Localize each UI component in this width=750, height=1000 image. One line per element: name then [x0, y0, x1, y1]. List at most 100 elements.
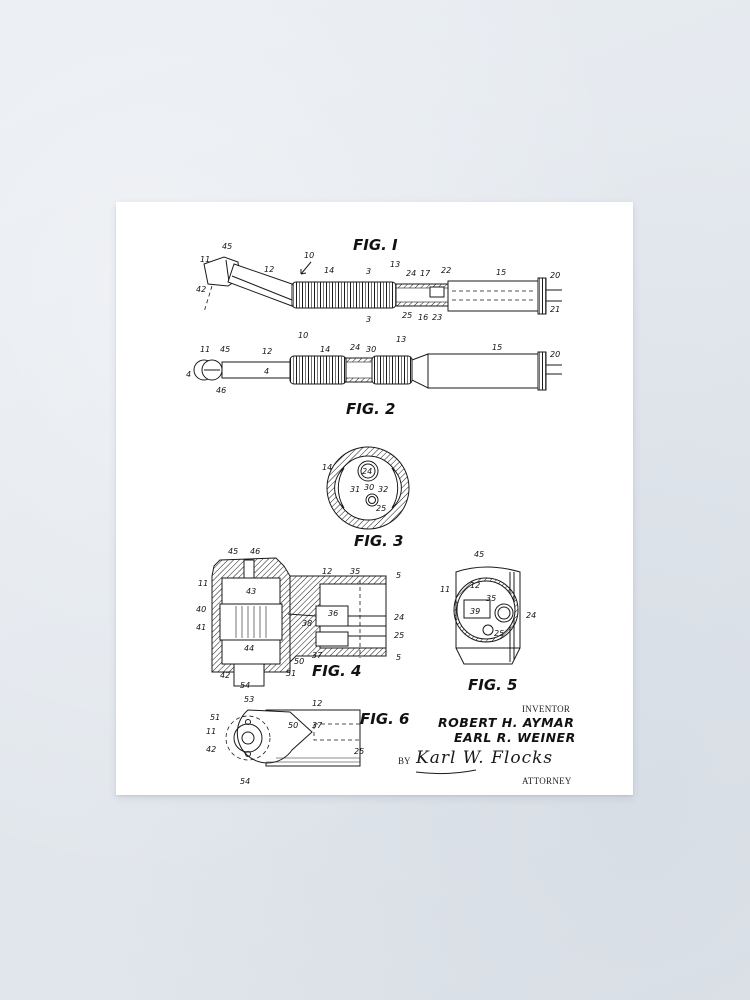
- svg-text:10: 10: [304, 251, 314, 260]
- svg-text:30: 30: [364, 483, 374, 492]
- svg-text:12: 12: [312, 699, 322, 708]
- svg-text:54: 54: [240, 681, 250, 690]
- figure-3: 14 24 31 30 32 25 FIG. 3: [322, 446, 410, 550]
- svg-text:11: 11: [440, 585, 450, 594]
- svg-text:25: 25: [494, 629, 504, 638]
- svg-text:4: 4: [186, 370, 191, 379]
- svg-text:14: 14: [320, 345, 330, 354]
- inventor-name-1: ROBERT H. AYMAR: [438, 715, 575, 730]
- svg-text:25: 25: [376, 504, 386, 513]
- svg-text:21: 21: [550, 305, 560, 314]
- svg-text:37: 37: [312, 721, 323, 730]
- svg-text:36: 36: [328, 609, 338, 618]
- svg-text:35: 35: [486, 594, 496, 603]
- svg-text:15: 15: [496, 268, 506, 277]
- svg-text:11: 11: [200, 345, 210, 354]
- svg-text:20: 20: [550, 350, 560, 359]
- svg-text:53: 53: [244, 695, 254, 704]
- by-label: BY: [398, 756, 411, 766]
- svg-text:12: 12: [264, 265, 274, 274]
- svg-text:10: 10: [298, 331, 308, 340]
- svg-text:17: 17: [420, 269, 431, 278]
- svg-text:42: 42: [206, 745, 216, 754]
- svg-text:12: 12: [262, 347, 272, 356]
- svg-text:31: 31: [350, 485, 360, 494]
- svg-text:39: 39: [470, 607, 480, 616]
- svg-text:11: 11: [198, 579, 208, 588]
- svg-text:14: 14: [324, 266, 334, 275]
- svg-text:51: 51: [210, 713, 220, 722]
- fig4-label: FIG. 4: [312, 662, 362, 680]
- svg-text:24: 24: [394, 613, 404, 622]
- svg-text:44: 44: [244, 644, 254, 653]
- svg-text:45: 45: [474, 550, 484, 559]
- figure-1: FIG. I 11: [196, 236, 562, 324]
- svg-text:5: 5: [396, 571, 401, 580]
- inventor-label: INVENTOR: [522, 704, 571, 714]
- svg-text:45: 45: [228, 547, 238, 556]
- svg-text:35: 35: [350, 567, 360, 576]
- svg-text:25: 25: [394, 631, 404, 640]
- svg-text:45: 45: [222, 242, 232, 251]
- svg-text:45: 45: [220, 345, 230, 354]
- figure-6: 53 12 51 11 50 37 42 25 54 FIG. 6: [206, 695, 410, 786]
- svg-text:14: 14: [322, 463, 332, 472]
- svg-text:20: 20: [550, 271, 560, 280]
- attorney-label: ATTORNEY: [522, 776, 572, 786]
- svg-text:54: 54: [240, 777, 250, 786]
- svg-text:4: 4: [264, 367, 269, 376]
- figure-5: 45 11 12 35 39 24 25 FIG. 5: [440, 550, 536, 694]
- signature-underline: [415, 769, 477, 775]
- svg-text:40: 40: [196, 605, 206, 614]
- svg-text:11: 11: [206, 727, 216, 736]
- svg-text:38: 38: [302, 619, 312, 628]
- svg-text:5: 5: [396, 653, 401, 662]
- svg-text:42: 42: [220, 671, 230, 680]
- fig6-callouts: 53 12 51 11 50 37 42 25 54: [206, 695, 364, 786]
- fig3-callouts: 14 24 31 30 32 25: [322, 463, 388, 513]
- fig2-callouts: 11 45 4 12 4 10 14 24 30 13 15 20 46: [186, 331, 560, 395]
- svg-text:50: 50: [288, 721, 298, 730]
- svg-text:12: 12: [470, 581, 480, 590]
- svg-text:12: 12: [322, 567, 332, 576]
- svg-text:15: 15: [492, 343, 502, 352]
- svg-text:25: 25: [354, 747, 364, 756]
- svg-text:24: 24: [526, 611, 536, 620]
- fig1-callouts: 11 45 10 12 14 3 3 13 24 17 22 15 20 42 …: [196, 242, 560, 324]
- patent-drawing: FIG. I 11: [186, 236, 562, 786]
- svg-text:46: 46: [250, 547, 260, 556]
- svg-text:41: 41: [196, 623, 206, 632]
- svg-text:11: 11: [200, 255, 210, 264]
- svg-text:23: 23: [432, 313, 442, 322]
- fig4-callouts: 45 46 11 12 35 5 43 40 36 24 41 38 25 44…: [196, 547, 404, 690]
- svg-text:43: 43: [246, 587, 256, 596]
- svg-text:13: 13: [396, 335, 406, 344]
- svg-text:24: 24: [350, 343, 360, 352]
- attorney-signature: Karl W. Flocks: [416, 748, 554, 768]
- svg-text:13: 13: [390, 260, 400, 269]
- svg-text:16: 16: [418, 313, 428, 322]
- svg-text:24: 24: [362, 467, 372, 476]
- svg-text:24: 24: [406, 269, 416, 278]
- svg-text:42: 42: [196, 285, 206, 294]
- fig3-label: FIG. 3: [354, 532, 404, 550]
- patent-poster: FIG. I 11: [116, 202, 633, 795]
- svg-text:46: 46: [216, 386, 226, 395]
- svg-text:3: 3: [366, 267, 371, 276]
- fig5-callouts: 45 11 12 35 39 24 25: [440, 550, 536, 638]
- svg-text:22: 22: [441, 266, 451, 275]
- svg-text:37: 37: [312, 651, 323, 660]
- svg-text:51: 51: [286, 669, 296, 678]
- figure-4: 45 46 11 12 35 5 43 40 36 24 41 38 25 44…: [196, 547, 404, 690]
- svg-text:25: 25: [402, 311, 412, 320]
- fig2-label: FIG. 2: [346, 400, 396, 418]
- svg-text:3: 3: [366, 315, 371, 324]
- fig1-label: FIG. I: [353, 236, 398, 254]
- fig5-label: FIG. 5: [468, 676, 518, 694]
- svg-text:50: 50: [294, 657, 304, 666]
- figure-2: 11 45 4 12 4 10 14 24 30 13 15 20 46 FIG…: [186, 331, 562, 418]
- fig6-label: FIG. 6: [360, 710, 410, 728]
- inventor-name-2: EARL R. WEINER: [454, 730, 576, 745]
- svg-text:32: 32: [378, 485, 388, 494]
- svg-text:30: 30: [366, 345, 376, 354]
